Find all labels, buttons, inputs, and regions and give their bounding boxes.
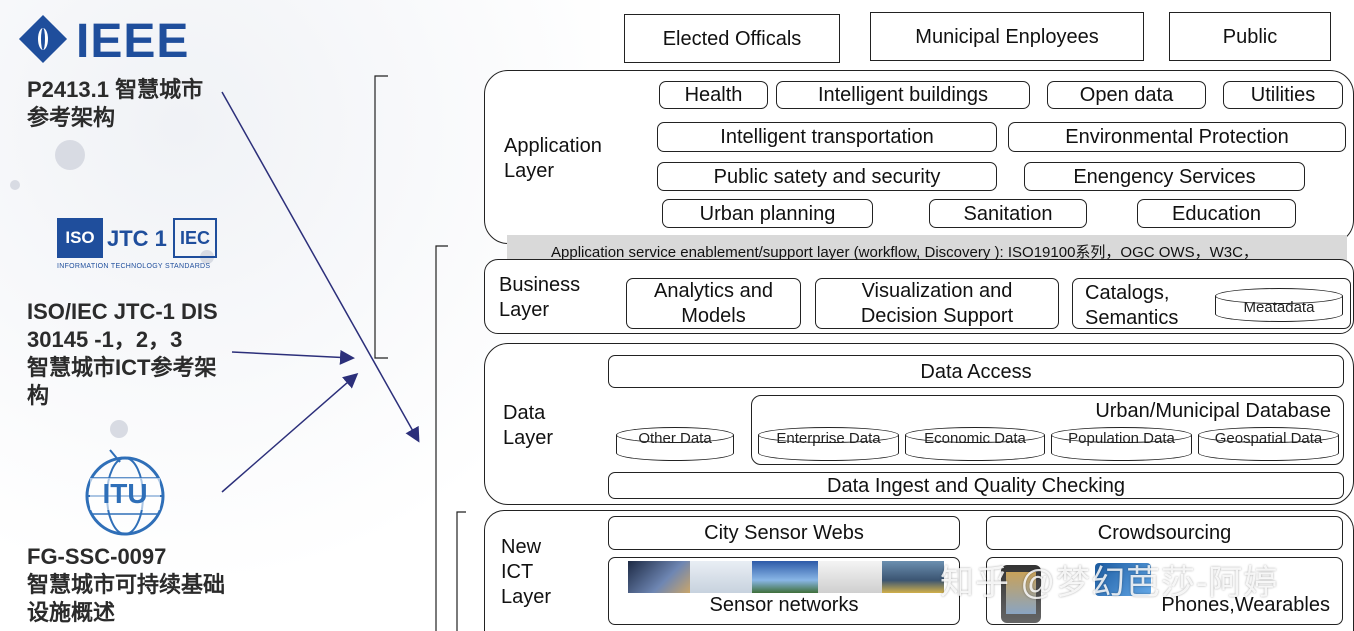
metadata-label: Meatadata [1243, 299, 1315, 316]
bracket-left-1 [374, 75, 388, 359]
buoy-image [882, 561, 944, 593]
connector-arrows [221, 75, 466, 631]
jtc-mark: JTC 1 [107, 226, 167, 251]
ieee-line1: P2413.1 智慧城市 [27, 77, 204, 102]
ieee-line2: 参考架构 [27, 105, 116, 130]
drone-image [690, 561, 752, 593]
app-health: Health [659, 81, 768, 109]
itu-wordmark: ITU [90, 478, 160, 510]
economic-data-label: Economic Data [924, 430, 1026, 447]
other-data-db-icon: Other Data [616, 427, 734, 461]
population-data-label: Population Data [1068, 430, 1175, 447]
itu-logo: ITU [80, 448, 170, 538]
geospatial-data-label: Geospatial Data [1214, 430, 1323, 447]
app-urban-planning: Urban planning [662, 199, 873, 228]
stakeholder-employees: Municipal Enployees [870, 12, 1144, 61]
decor-dot [110, 420, 128, 438]
iso-line3: 智慧城市ICT参考架 [27, 355, 217, 380]
ieee-wordmark: IEEE [76, 15, 190, 68]
itu-standard-text: FG-SSC-0097 智慧城市可持续基础 设施概述 [27, 543, 225, 627]
iso-line2: 30145 -1，2，3 [27, 327, 183, 352]
stakeholder-public: Public [1169, 12, 1331, 61]
iso-line4: 构 [27, 383, 50, 408]
ieee-arrow [221, 91, 420, 443]
enterprise-data-label: Enterprise Data [776, 430, 881, 447]
population-data-db-icon: Population Data [1051, 427, 1192, 461]
app-intelligent-transportation: Intelligent transportation [657, 122, 997, 152]
app-public-safety: Public satety and security [657, 162, 997, 191]
satellite-image [628, 561, 690, 593]
app-utilities: Utilities [1223, 81, 1343, 109]
economic-data-db-icon: Economic Data [905, 427, 1045, 461]
app-sanitation: Sanitation [929, 199, 1087, 228]
phones-wearables: Phones,Wearables [986, 557, 1343, 625]
iec-mark: IEC [173, 218, 217, 258]
itu-arrow [221, 373, 359, 493]
geospatial-data-db-icon: Geospatial Data [1198, 427, 1339, 461]
app-emergency-services: Enengency Services [1024, 162, 1305, 191]
app-intelligent-buildings: Intelligent buildings [776, 81, 1030, 109]
phone-screen-image [1006, 572, 1036, 614]
iso-caption: INFORMATION TECHNOLOGY STANDARDS [57, 263, 211, 270]
ieee-standard-text: P2413.1 智慧城市 参考架构 [27, 76, 203, 132]
iso-standard-text: ISO/IEC JTC-1 DIS 30145 -1，2，3 智慧城市ICT参考… [27, 298, 218, 410]
iso-mark: ISO [57, 218, 103, 258]
other-data-label: Other Data [638, 430, 712, 447]
city-sensor-webs: City Sensor Webs [608, 516, 960, 550]
iso-arrow [231, 349, 355, 365]
wearable-image [1095, 563, 1151, 596]
itu-line2: 智慧城市可持续基础 [27, 572, 226, 597]
app-open-data: Open data [1047, 81, 1206, 109]
watermark: 知乎 @梦幻芭莎-阿婷 [940, 564, 1279, 602]
enterprise-data-db-icon: Enterprise Data [758, 427, 899, 461]
itu-line3: 设施概述 [27, 600, 116, 625]
bracket-left-2 [435, 245, 448, 631]
stakeholder-elected: Elected Officals [624, 14, 840, 63]
balloon-image [752, 561, 818, 593]
catalogs-label: Catalogs,Semantics [1085, 282, 1179, 329]
data-ingest: Data Ingest and Quality Checking [608, 472, 1344, 499]
app-education: Education [1137, 199, 1296, 228]
ieee-kite-icon [38, 28, 48, 50]
crowdsourcing: Crowdsourcing [986, 516, 1343, 550]
metadata-db-icon: Meatadata [1215, 288, 1343, 322]
decor-dot [10, 180, 20, 190]
decor-dot [55, 140, 85, 170]
ieee-logo: IEEE [18, 14, 197, 68]
itu-line1: FG-SSC-0097 [27, 544, 167, 569]
weather-station-image [818, 561, 882, 593]
iso-iec-logo: ISO JTC 1 IEC INFORMATION TECHNOLOGY STA… [57, 218, 219, 274]
bracket-left-3 [456, 511, 466, 631]
data-access: Data Access [608, 355, 1344, 388]
iso-line1: ISO/IEC JTC-1 DIS [27, 299, 218, 324]
app-environmental-protection: Environmental Protection [1008, 122, 1346, 152]
